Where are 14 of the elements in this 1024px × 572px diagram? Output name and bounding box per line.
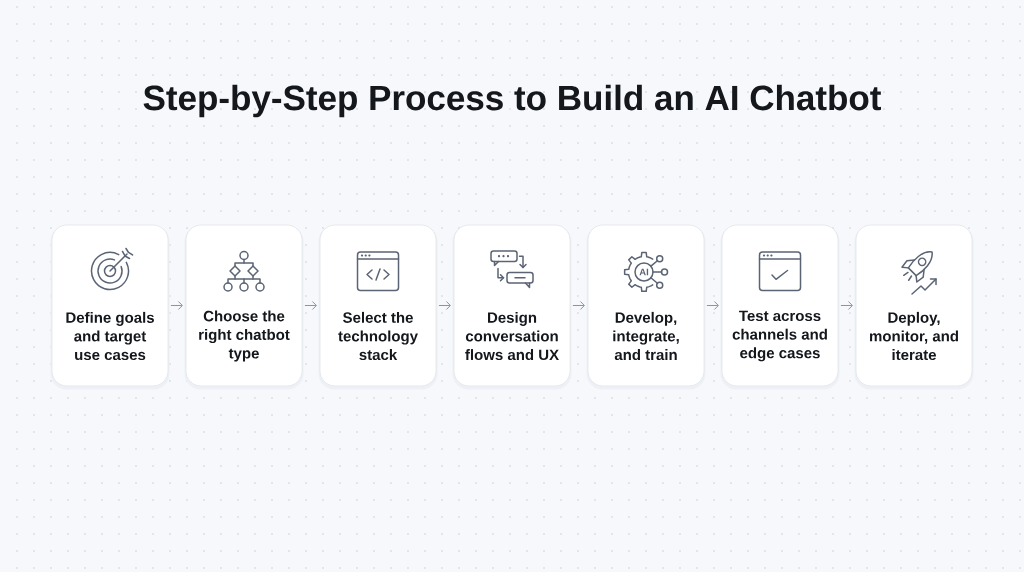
step-card: Define goals and target use cases — [50, 224, 170, 390]
step-card: Test across channels and edge cases — [720, 224, 840, 390]
arrow — [572, 301, 585, 310]
arrow — [840, 301, 853, 310]
step-card: Design conversation flows and UX — [452, 224, 572, 390]
step-card: Choose the right chatbot type — [184, 224, 304, 390]
arrow — [438, 301, 451, 310]
arrow — [706, 301, 719, 310]
icon-text: AI — [639, 268, 649, 276]
step-card: Deploy, monitor, and iterate — [854, 224, 974, 390]
arrow — [304, 301, 317, 310]
arrow — [170, 301, 183, 310]
title: Step-by-Step Process to Build an AI Chatbot — [143, 84, 881, 118]
step-card: Select the technology stack — [318, 224, 438, 390]
